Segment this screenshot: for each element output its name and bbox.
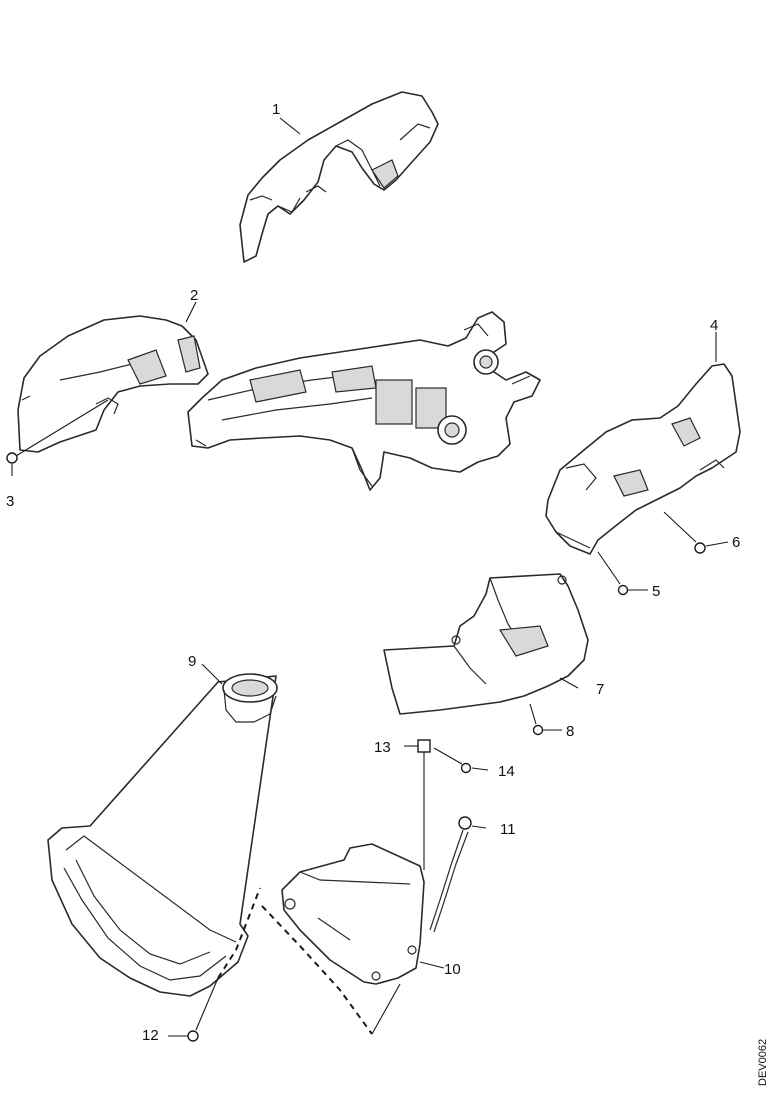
part-13-clip: [404, 739, 431, 870]
part-6-screw: [663, 511, 729, 554]
part-5-screw: [597, 551, 648, 596]
callout-1: 1: [272, 101, 280, 118]
callout-14: 14: [498, 763, 515, 780]
part-8-screw: [529, 703, 562, 736]
callout-4: 4: [710, 317, 718, 334]
callout-8: 8: [566, 723, 574, 740]
callout-7: 7: [596, 681, 604, 698]
part-4-lower-shroud: [545, 363, 741, 555]
callout-2: 2: [190, 287, 198, 304]
part-12-nut: [168, 887, 261, 1042]
part-3-screw: [6, 399, 109, 476]
callout-12: 12: [142, 1027, 159, 1044]
part-1-upper-shroud: [239, 91, 439, 263]
part-11-bolt: [429, 816, 487, 933]
callout-3: 3: [6, 493, 14, 510]
callout-11: 11: [500, 821, 516, 838]
part-9-gear-boot: [47, 673, 278, 997]
callout-13: 13: [374, 739, 391, 756]
part-7-bracket: [383, 573, 589, 715]
callout-leaders: [185, 117, 717, 969]
part-2-left-side-cover: [17, 315, 209, 453]
callout-10: 10: [444, 961, 461, 978]
part-14-nut: [433, 747, 489, 774]
callout-labels: 1 2 3 4 5 6 7 8 9 10 11 12 13 14: [6, 101, 740, 1044]
callout-6: 6: [732, 534, 740, 551]
drawing-code: DEV0062: [757, 1039, 769, 1086]
callout-5: 5: [652, 583, 660, 600]
part-10-lower-bracket: [261, 843, 425, 1035]
steering-column-assembly: [187, 311, 541, 491]
callout-9: 9: [188, 653, 196, 670]
